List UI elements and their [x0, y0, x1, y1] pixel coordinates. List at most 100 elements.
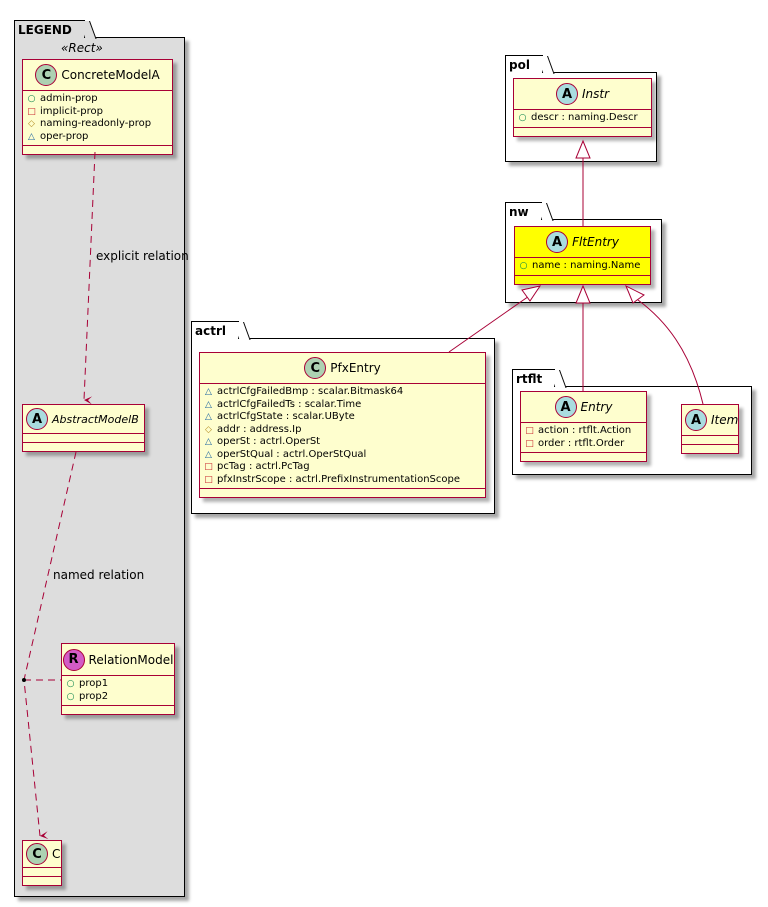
attribute-text: pfxInstrScope : actrl.PrefixInstrumentat…	[217, 473, 461, 485]
package-name: pol	[509, 58, 530, 72]
legend-package	[14, 37, 185, 897]
public-visibility-icon: ○	[27, 94, 36, 104]
explicit-relation-label: explicit relation	[96, 249, 189, 263]
attribute: △actrlCfgFailedTs : scalar.Time	[204, 399, 481, 412]
inheritance-pfx-entry-flt-entry	[448, 293, 533, 353]
relation-junction-dot	[22, 678, 26, 682]
attribute-text: actrlCfgState : scalar.UByte	[217, 411, 355, 422]
package-visibility-icon: △	[205, 412, 212, 422]
package-nw-tab: nw	[505, 202, 542, 220]
attribute: △actrlCfgFailedBmp : scalar.Bitmask64	[204, 386, 481, 399]
attribute-list	[23, 868, 61, 877]
public-visibility-icon: ○	[519, 261, 528, 271]
inheritance-item-flt-entry	[637, 299, 704, 405]
attribute-text: operStQual : actrl.OperStQual	[217, 448, 367, 460]
abstract-a-icon: A	[26, 408, 48, 430]
attribute: □ pfxInstrScope : actrl.PrefixInstrumenta…	[204, 474, 481, 487]
attribute-text: oper-prop	[40, 130, 89, 142]
class-c[interactable]: C C	[22, 840, 62, 886]
class-header: A Item	[682, 405, 738, 436]
attribute: ◇ addr : address.Ip	[204, 424, 481, 437]
class-header: C PfxEntry	[200, 353, 485, 384]
explicit-relation-line	[83, 151, 96, 405]
abstract-a-icon: A	[554, 396, 577, 418]
inheritance-arrowhead	[575, 139, 591, 159]
attribute: ○ prop2	[66, 691, 170, 704]
attribute: ○ admin-prop	[27, 93, 168, 106]
package-visibility-icon: △	[205, 449, 212, 460]
class-flt-entry[interactable]: A FltEntry ○ name : naming.Name	[514, 226, 651, 285]
class-entry[interactable]: A Entry □ action : rtflt.Action □order : …	[520, 391, 647, 462]
attribute: □order : rtflt.Order	[525, 438, 642, 451]
class-header: A FltEntry	[515, 227, 650, 258]
class-pfx-entry[interactable]: C PfxEntry △actrlCfgFailedBmp : scalar.B…	[199, 352, 486, 498]
class-instr[interactable]: A Instr ○descr : naming.Descr	[513, 78, 652, 137]
package-visibility-icon: △	[28, 131, 35, 142]
attribute-text: addr : address.Ip	[217, 423, 302, 435]
class-item[interactable]: A Item	[681, 404, 739, 454]
attribute-list	[23, 434, 144, 443]
class-name: PfxEntry	[330, 361, 381, 375]
class-header: R RelationModel	[62, 644, 174, 676]
package-name: nw	[509, 205, 529, 219]
abstract-a-icon: A	[546, 231, 569, 253]
class-abstract-model-b[interactable]: A AbstractModelB	[22, 404, 145, 452]
attribute: △operSt : actrl.OperSt	[204, 436, 481, 449]
attribute-list: ○admin-prop □implicit-prop ◇naming-reado…	[23, 91, 172, 146]
class-c-icon: C	[26, 843, 48, 865]
class-header: A AbstractModelB	[23, 405, 144, 434]
attribute-text: prop1	[79, 678, 109, 689]
attribute: □pcTag : actrl.PcTag	[204, 461, 481, 474]
abstract-a-icon: A	[685, 409, 707, 431]
attribute: ○prop1	[66, 678, 170, 691]
attribute-text: prop2	[79, 690, 109, 702]
attribute-list	[682, 436, 738, 445]
class-relation-model[interactable]: R RelationModel ○prop1 ○ prop2	[61, 643, 175, 715]
legend-package-name: LEGEND	[18, 23, 72, 37]
attribute-list: ○ name : naming.Name	[515, 258, 650, 276]
package-visibility-icon: △	[205, 387, 212, 397]
attribute-text: name : naming.Name	[532, 260, 641, 271]
attribute-text: order : rtflt.Order	[538, 437, 625, 449]
named-relation-line	[23, 451, 77, 840]
attribute: ○ name : naming.Name	[519, 260, 646, 273]
public-visibility-icon: ○	[66, 691, 75, 702]
relation-r-icon: R	[62, 648, 85, 671]
package-name: actrl	[195, 324, 226, 338]
private-visibility-icon: □	[525, 426, 534, 436]
private-visibility-icon: □	[27, 106, 36, 117]
named-relation-label: named relation	[53, 568, 145, 582]
class-name: RelationModel	[88, 652, 174, 667]
package-pol-tab: pol	[505, 55, 543, 73]
class-name: C	[52, 847, 61, 861]
attribute-list: ○descr : naming.Descr	[514, 110, 651, 128]
attribute-text: action : rtflt.Action	[538, 425, 632, 436]
attribute-text: pcTag : actrl.PcTag	[217, 461, 310, 472]
protected-visibility-icon: ◇	[205, 424, 212, 435]
class-name: Instr	[581, 87, 610, 101]
legend-package-tab: LEGEND	[14, 20, 85, 38]
attribute-text: naming-readonly-prop	[40, 118, 152, 129]
attribute: △ oper-prop	[27, 131, 168, 144]
attribute: △ operStQual : actrl.OperStQual	[204, 449, 481, 462]
class-c-icon: C	[35, 64, 58, 86]
class-header: C C	[23, 841, 61, 868]
class-name: Item	[711, 413, 739, 427]
attribute-list: ○prop1 ○ prop2	[62, 676, 174, 706]
protected-visibility-icon: ◇	[28, 119, 35, 129]
package-actrl-tab: actrl	[191, 321, 239, 339]
attribute-list: □ action : rtflt.Action □order : rtflt.Or…	[521, 423, 646, 453]
inheritance-arrowhead	[521, 285, 542, 302]
class-name: FltEntry	[572, 235, 619, 249]
inheritance-arrowhead	[575, 284, 591, 304]
class-name: AbstractModelB	[52, 412, 139, 426]
attribute-text: admin-prop	[40, 93, 98, 104]
private-visibility-icon: □	[204, 474, 213, 485]
class-concrete-model-a[interactable]: C ConcreteModelA ○admin-prop □implicit-p…	[22, 59, 173, 155]
class-name: Entry	[580, 400, 613, 414]
attribute-text: descr : naming.Descr	[531, 112, 638, 123]
inheritance-arrowhead	[625, 284, 645, 304]
legend-stereotype: «Rect»	[61, 41, 103, 55]
package-rtflt-tab: rtflt	[512, 369, 556, 387]
